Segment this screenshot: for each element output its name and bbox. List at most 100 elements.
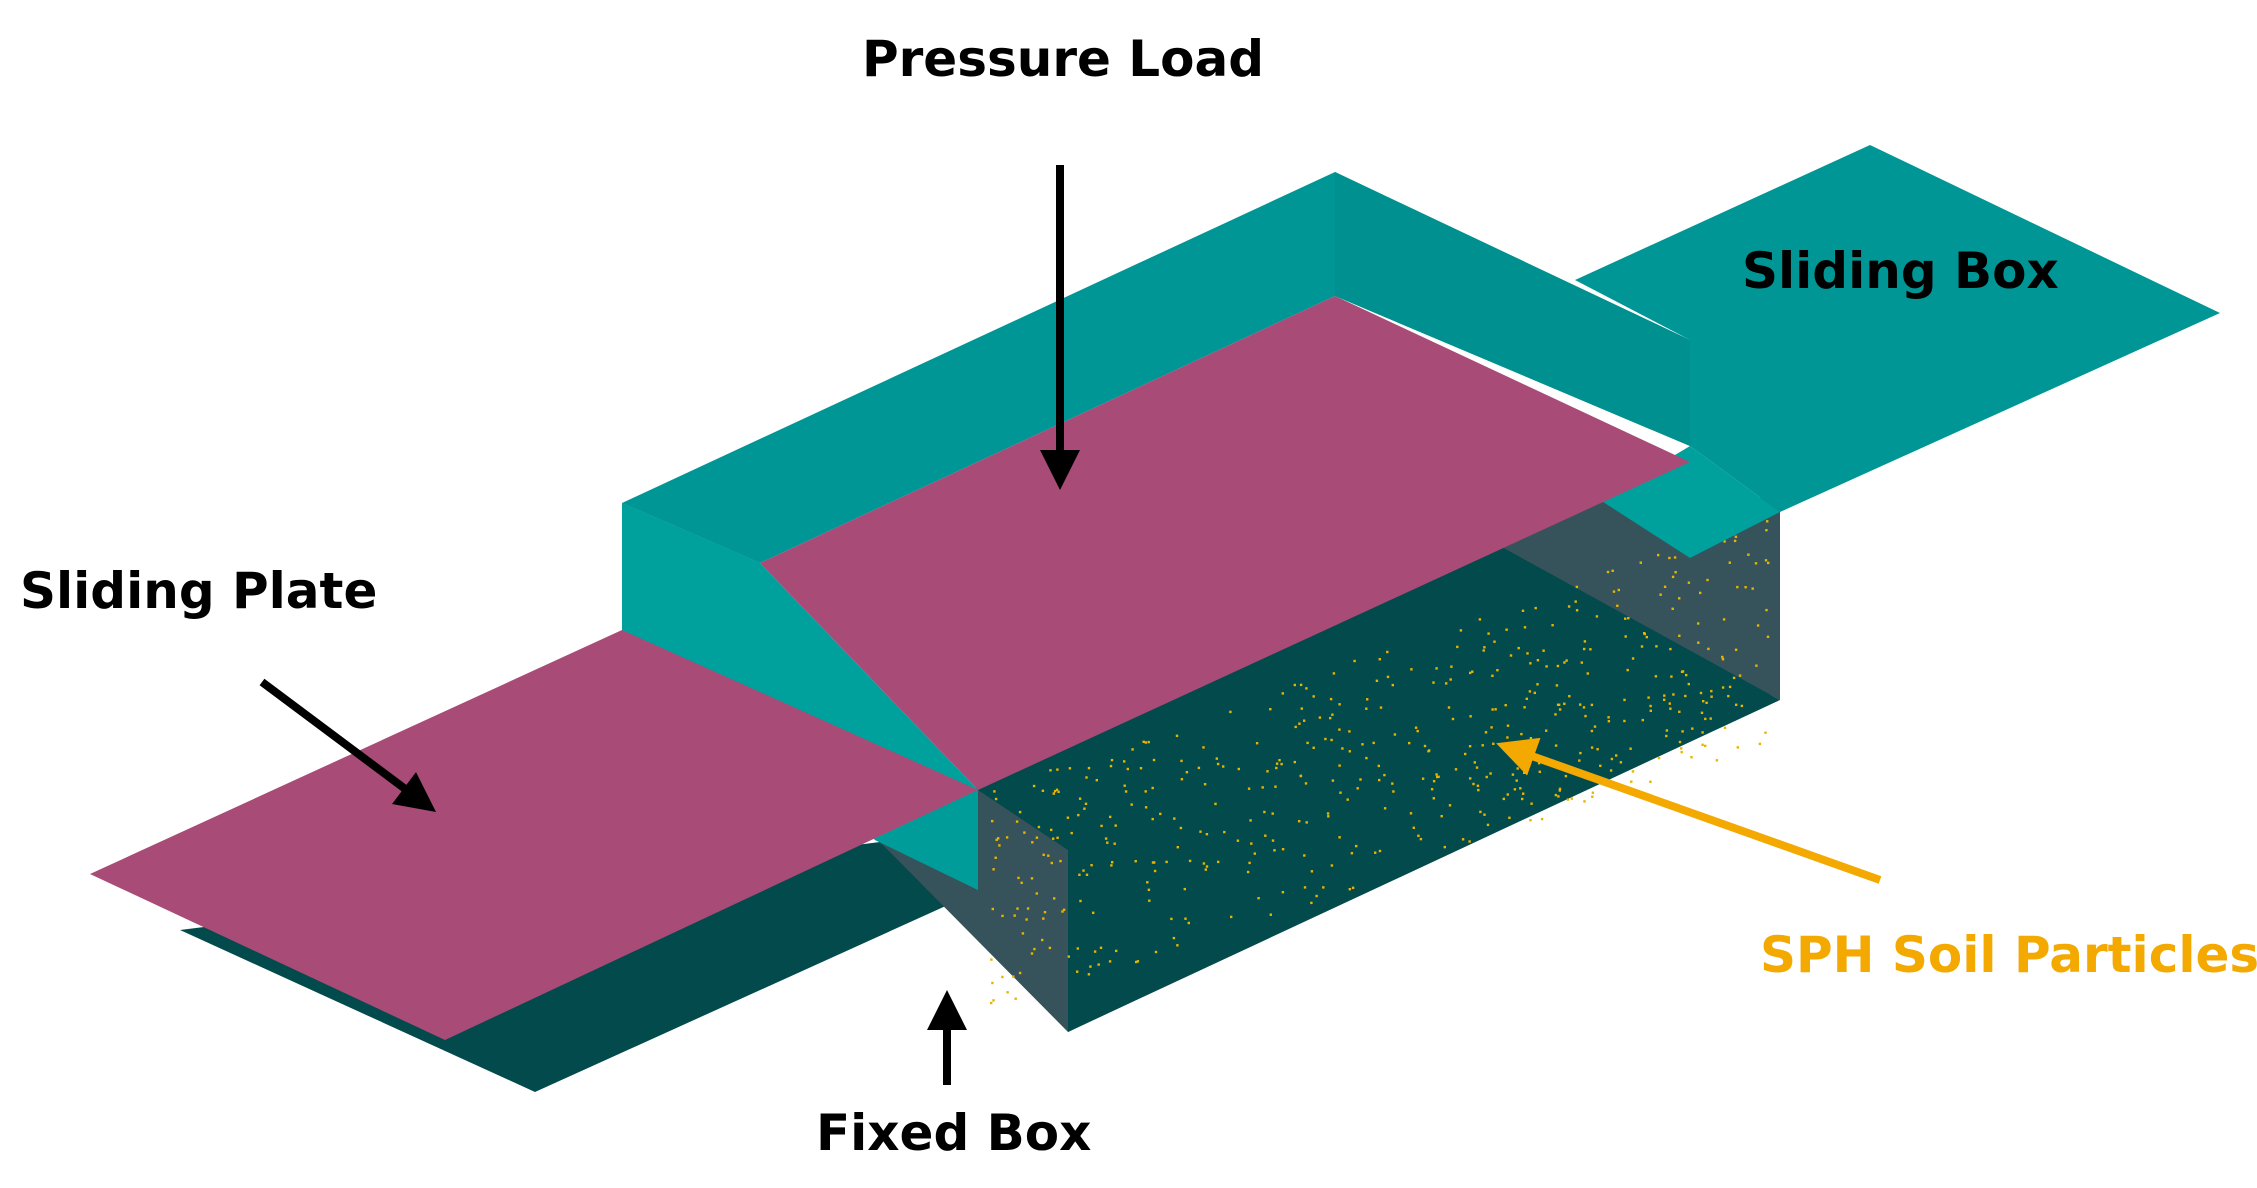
soil-particle: [1491, 674, 1494, 677]
soil-particle: [1631, 657, 1635, 660]
soil-particle: [1607, 720, 1611, 723]
soil-particle: [990, 1001, 993, 1005]
soil-particle: [1678, 740, 1682, 744]
soil-particle: [1037, 825, 1041, 829]
soil-particle: [1378, 658, 1381, 661]
soil-particle: [1615, 754, 1618, 757]
soil-particle: [1298, 722, 1301, 725]
soil-particle: [1583, 640, 1587, 643]
soil-particle: [1663, 694, 1666, 697]
soil-particle: [1558, 708, 1562, 711]
soil-particle: [1331, 779, 1335, 782]
soil-particle: [1076, 970, 1079, 973]
soil-particle: [1715, 759, 1719, 762]
soil-particle: [1318, 716, 1322, 719]
soil-particle: [1078, 873, 1081, 876]
soil-particle: [1626, 668, 1629, 672]
soil-particle: [1475, 766, 1479, 769]
soil-particle: [1721, 658, 1725, 661]
soil-particle: [1378, 849, 1382, 853]
soil-particle: [1199, 830, 1202, 833]
soil-particle: [1056, 768, 1059, 771]
soil-particle: [1115, 949, 1118, 953]
soil-particle: [1202, 746, 1205, 749]
soil-particle: [1130, 803, 1133, 806]
soil-particle: [1534, 606, 1537, 610]
soil-particle: [1595, 615, 1599, 618]
soil-particle: [1144, 790, 1147, 793]
soil-particle: [1436, 775, 1439, 779]
soil-particle: [1151, 817, 1154, 821]
soil-particle: [1691, 727, 1694, 730]
soil-particle: [1026, 907, 1030, 910]
soil-particle: [1678, 597, 1681, 600]
soil-particle: [1053, 897, 1056, 900]
soil-particle: [1447, 706, 1451, 709]
soil-particle: [1338, 836, 1341, 839]
soil-particle: [1734, 535, 1738, 538]
soil-particle: [1076, 947, 1079, 950]
soil-particle: [1348, 730, 1351, 733]
soil-particle: [994, 856, 997, 859]
soil-particle: [1176, 944, 1179, 947]
soil-particle: [1619, 761, 1623, 764]
soil-particle: [1109, 764, 1113, 768]
soil-particle: [1538, 770, 1541, 773]
soil-particle: [1671, 607, 1674, 610]
soil-particle: [1298, 820, 1301, 823]
soil-particle: [1176, 846, 1179, 849]
soil-particle: [1472, 782, 1475, 786]
soil-particle: [1579, 751, 1582, 755]
soil-particle: [1423, 744, 1427, 748]
soil-particle: [1663, 585, 1667, 588]
soil-particle: [991, 981, 994, 985]
soil-particle: [1515, 779, 1518, 782]
soil-particle: [1721, 686, 1725, 689]
soil-particle: [1230, 915, 1233, 919]
soil-particle: [1558, 787, 1562, 791]
soil-particle: [1216, 762, 1220, 766]
soil-particle: [1477, 788, 1480, 792]
soil-particle: [1523, 771, 1526, 774]
soil-particle: [1312, 746, 1315, 749]
soil-particle: [1052, 837, 1055, 840]
soil-particle: [1591, 795, 1594, 798]
soil-particle: [1529, 737, 1533, 740]
soil-particle: [1269, 708, 1272, 711]
soil-particle: [1565, 659, 1568, 662]
soil-particle: [1050, 861, 1053, 865]
soil-particle: [1113, 842, 1116, 845]
soil-particle: [1494, 708, 1497, 711]
soil-particle: [1721, 655, 1724, 659]
soil-particle: [1765, 529, 1768, 532]
soil-particle: [1172, 936, 1176, 940]
soil-particle: [1391, 782, 1394, 785]
soil-particle: [1684, 694, 1687, 698]
soil-particle: [1454, 768, 1458, 771]
soil-particle: [1092, 911, 1095, 914]
soil-particle: [1583, 800, 1586, 803]
soil-particle: [1519, 787, 1522, 790]
soil-particle: [1412, 826, 1415, 829]
soil-particle: [1205, 833, 1209, 836]
sph-soil-particles-label: SPH Soil Particles: [1760, 926, 2257, 984]
soil-particle: [1001, 914, 1004, 918]
soil-particle: [1356, 787, 1359, 790]
soil-particle: [1042, 917, 1045, 920]
soil-particle: [1310, 901, 1313, 905]
soil-particle: [1421, 777, 1425, 780]
soil-particle: [1106, 841, 1109, 844]
soil-particle: [1529, 819, 1532, 822]
soil-particle: [1663, 698, 1666, 701]
soil-particle: [1506, 724, 1510, 727]
soil-particle: [1179, 826, 1183, 830]
soil-particle: [1699, 691, 1703, 695]
soil-particle: [1056, 836, 1059, 839]
soil-particle: [1249, 819, 1252, 822]
soil-particle: [1736, 746, 1739, 749]
soil-particle: [1151, 786, 1154, 790]
soil-particle: [1142, 740, 1145, 743]
soil-particle: [1393, 733, 1397, 736]
soil-particle: [1266, 770, 1269, 773]
sliding-box-back-wall-inner: [1335, 172, 1690, 446]
